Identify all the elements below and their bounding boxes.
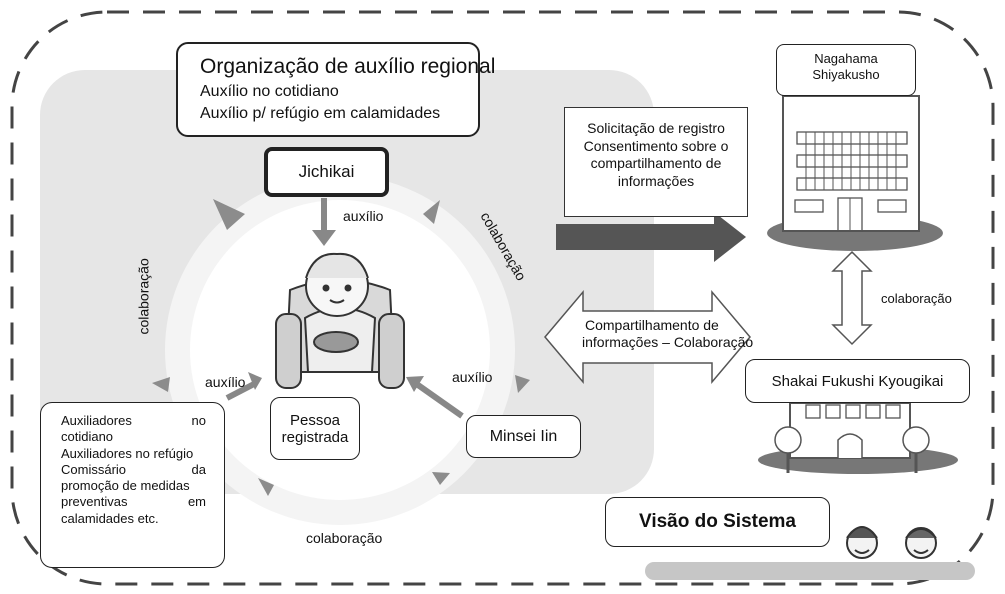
ground-bar xyxy=(645,562,975,580)
helpers-text: promoção de medidas xyxy=(61,478,190,493)
city-hall-building-icon xyxy=(782,95,920,232)
minsei-iin-label: Minsei Iin xyxy=(489,427,558,445)
system-vision-box: Visão do Sistema xyxy=(605,497,830,547)
jichikai-label: Jichikai xyxy=(298,162,355,181)
colaboracao-label-bottom: colaboração xyxy=(306,530,383,546)
elderly-person-icon xyxy=(275,252,405,389)
auxilio-arrow-right xyxy=(406,376,424,392)
ring-arrowhead xyxy=(423,200,440,224)
helpers-box: Auxiliadores no cotidiano Auxiliadores no… xyxy=(40,402,225,568)
registration-request-box: Solicitação de registro Consentimento so… xyxy=(564,107,748,217)
colaboracao-label-left: colaboração xyxy=(135,258,152,335)
auxilio-label-top: auxílio xyxy=(343,208,384,224)
vertical-collab-arrow xyxy=(831,250,873,346)
auxilio-label-right: auxílio xyxy=(452,369,493,385)
two-people-icon xyxy=(846,526,937,559)
ring-arrowhead xyxy=(258,478,274,496)
helpers-text: Comissário xyxy=(61,461,127,477)
helpers-text: Auxiliadores no refúgio xyxy=(61,445,194,461)
helpers-text: Auxiliadores xyxy=(61,413,132,428)
regional-aid-organization-box: Organização de auxílio regional Auxílio … xyxy=(176,42,495,137)
request-arrow xyxy=(714,212,746,262)
shakai-fukushi-kyougikai-box: Shakai Fukushi Kyougikai xyxy=(745,359,970,403)
helpers-text: em xyxy=(187,494,206,510)
sharing-double-arrow xyxy=(544,289,751,385)
helpers-text: cotidiano xyxy=(61,429,114,445)
helpers-text: preventivas xyxy=(61,494,128,510)
shakai-label: Shakai Fukushi Kyougikai xyxy=(771,372,944,390)
request-line: compartilhamento de xyxy=(590,155,722,171)
org-daily-aid-text: Auxílio no cotidiano xyxy=(200,83,339,100)
sharing-line1: Compartilhamento de xyxy=(585,317,719,333)
ring-arrowhead xyxy=(432,472,450,485)
helpers-text: calamidades etc. xyxy=(61,510,159,526)
jichikai-box: Jichikai xyxy=(264,147,389,197)
org-title: Organização de auxílio regional xyxy=(200,55,496,78)
auxilio-label-left: auxílio xyxy=(205,374,246,390)
colaboracao-label-side: colaboração xyxy=(881,291,952,306)
registered-person-line2: registrada xyxy=(281,428,349,446)
org-refuge-aid-text: Auxílio p/ refúgio em calamidades xyxy=(200,105,441,122)
tree-icon xyxy=(902,426,930,473)
registered-person-box: Pessoa registrada xyxy=(270,397,360,460)
system-vision-title: Visão do Sistema xyxy=(639,511,796,532)
helpers-text: no xyxy=(191,413,206,428)
registered-person-line1: Pessoa xyxy=(289,411,341,429)
welfare-council-building-icon xyxy=(789,402,911,459)
auxilio-arrow-left xyxy=(248,372,262,390)
helpers-text: da xyxy=(191,461,206,477)
nagahama-shiyakusho-box: Nagahama Shiyakusho xyxy=(776,44,916,96)
nagahama-line2: Shiyakusho xyxy=(812,67,880,83)
ring-arrowhead xyxy=(152,377,170,392)
tree-icon xyxy=(774,426,802,473)
request-line: informações xyxy=(617,172,695,189)
sharing-line2: informações – Colaboração xyxy=(582,334,754,350)
request-line: Consentimento sobre o xyxy=(583,137,729,154)
auxilio-arrow-down xyxy=(312,230,336,246)
nagahama-line1: Nagahama xyxy=(814,51,878,66)
ring-arrowhead xyxy=(515,375,530,393)
ring-arrowhead xyxy=(213,199,245,230)
request-line: Solicitação de registro xyxy=(587,120,725,136)
outer-dashed-frame xyxy=(10,10,995,586)
minsei-iin-box: Minsei Iin xyxy=(466,415,581,458)
